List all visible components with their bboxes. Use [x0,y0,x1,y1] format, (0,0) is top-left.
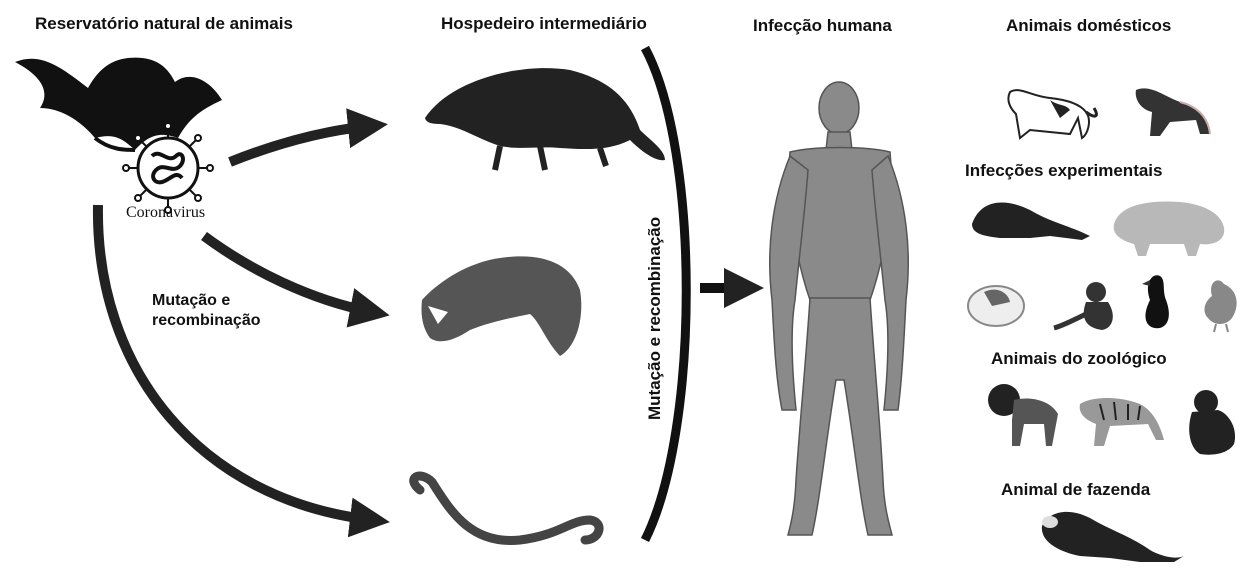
dog-icon [1136,88,1210,136]
ferret-icon-farm [1042,512,1184,562]
gorilla-icon [1189,390,1235,455]
civet-icon [421,256,581,356]
bat-icon [15,58,222,150]
chicken-icon [1205,280,1237,332]
duck-icon [1142,275,1169,328]
snake-icon [414,476,599,540]
arrow-to-pangolin [230,126,370,162]
guinea-pig-icon [968,286,1024,326]
pangolin-icon [425,68,665,170]
human-anatomy-figure [770,82,909,535]
arrow-to-civet [204,236,372,312]
ferret-icon-experimental [972,202,1090,240]
tiger-icon [1080,398,1164,446]
monkey-icon [1054,282,1113,330]
bracket [645,48,686,540]
lion-icon [988,384,1058,446]
coronavirus-icon [123,123,213,213]
pig-icon [1114,202,1225,256]
cat-icon [1008,90,1096,138]
